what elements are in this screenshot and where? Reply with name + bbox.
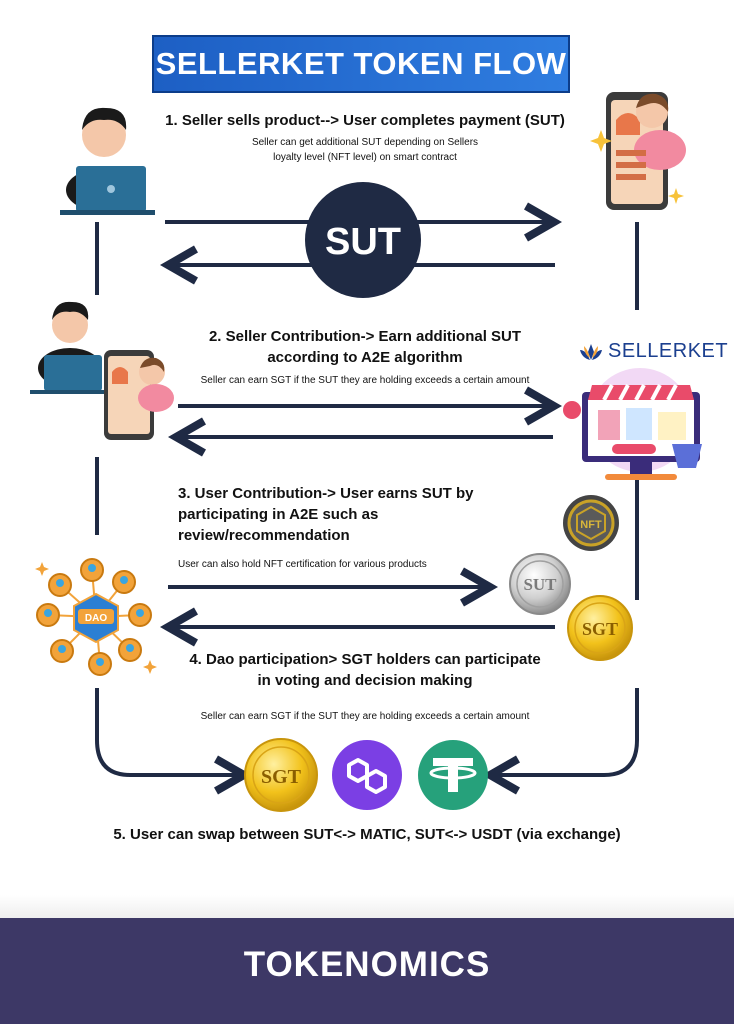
step-2-heading-line: according to A2E algorithm: [267, 349, 463, 366]
step-4-heading: 4. Dao participation> SGT holders can pa…: [170, 649, 560, 691]
brand-name: SELLERKET: [608, 340, 729, 362]
footer-bar: [0, 918, 734, 1024]
sut-silver-label: SUT: [523, 575, 557, 594]
lotus-icon: [580, 343, 602, 360]
user-phone-illustration: [590, 92, 686, 210]
step-1-sub: Seller can get additional SUT depending …: [190, 135, 540, 165]
right-curve-arrow: [494, 688, 639, 775]
seller-contribution-illustration: [30, 301, 174, 440]
title-banner: SELLERKET TOKEN FLOW: [152, 35, 570, 93]
nft-label: NFT: [580, 519, 602, 531]
sgt-bottom-coin: SGT: [244, 738, 318, 812]
sgt-coin: SGT: [567, 595, 633, 661]
left-curve-arrow: [95, 688, 240, 775]
sgt-bottom-label: SGT: [261, 766, 302, 788]
flow-diagram: SUT: [30, 92, 702, 812]
footer-fade: [0, 895, 734, 919]
sut-silver-coin: SUT: [509, 553, 571, 615]
step-3-heading-line: participating in A2E such as: [178, 506, 379, 523]
step-4-heading-line: 4. Dao participation> SGT holders can pa…: [189, 651, 541, 668]
footer-title: TOKENOMICS: [243, 945, 491, 984]
step-4-sub: Seller can earn SGT if the SUT they are …: [200, 711, 530, 722]
storefront-illustration: [563, 368, 702, 480]
step-2-heading: 2. Seller Contribution-> Earn additional…: [165, 326, 565, 368]
step-2-heading-line: 2. Seller Contribution-> Earn additional…: [208, 328, 522, 345]
step-3-heading-line: 3. User Contribution-> User earns SUT by: [178, 485, 474, 502]
sellerket-logo: SELLERKET: [578, 340, 728, 363]
connector-lines: [95, 222, 639, 775]
step-3-sub: User can also hold NFT certification for…: [178, 559, 427, 570]
usdt-icon: [418, 740, 488, 810]
nft-coin: NFT: [563, 495, 619, 551]
dao-network-illustration: DAO: [35, 558, 157, 676]
step-1-sub-line: loyalty level (NFT level) on smart contr…: [273, 152, 457, 163]
step-4-heading-line: in voting and decision making: [257, 672, 473, 689]
dao-label: DAO: [85, 613, 107, 624]
sut-center-label: SUT: [325, 221, 401, 263]
step-3-heading-line: review/recommendation: [178, 527, 350, 544]
step-3-heading: 3. User Contribution-> User earns SUT by…: [178, 483, 538, 546]
sgt-label: SGT: [582, 619, 618, 639]
page-title: SELLERKET TOKEN FLOW: [155, 46, 567, 81]
step-1-sub-line: Seller can get additional SUT depending …: [251, 137, 479, 148]
flow-arrows: [165, 222, 555, 627]
sut-center-coin: SUT: [305, 182, 421, 298]
seller-laptop-illustration: [60, 107, 155, 215]
step-1-heading: 1. Seller sells product--> User complete…: [165, 112, 565, 129]
step-2-sub: Seller can earn SGT if the SUT they are …: [200, 375, 530, 386]
step-5-heading: 5. User can swap between SUT<-> MATIC, S…: [113, 826, 621, 843]
matic-icon: [332, 740, 402, 810]
